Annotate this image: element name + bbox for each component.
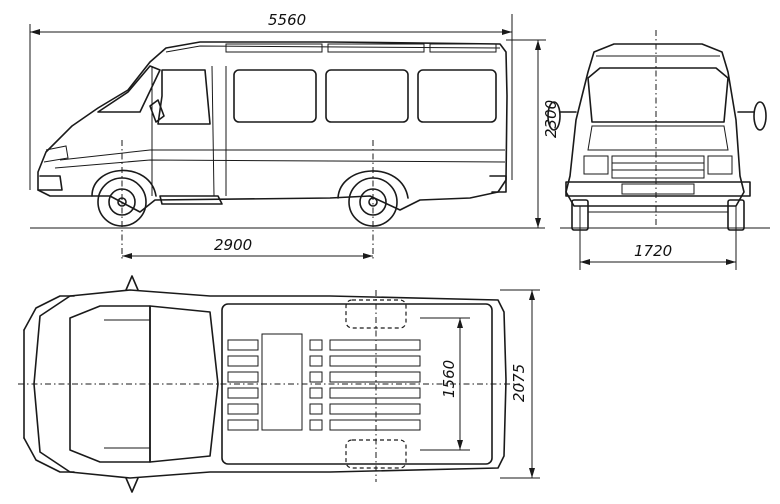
side-belt-line-2	[54, 159, 506, 169]
top-view	[18, 275, 520, 493]
top-mirror-left	[125, 275, 139, 291]
top-front-guard-upper	[23, 295, 75, 331]
body-width-label: 2075	[510, 364, 528, 402]
overall-height-dimension: 2300	[506, 39, 560, 228]
track-width-label: 1720	[634, 242, 672, 260]
roof-rail-2	[327, 43, 425, 53]
roof-rail-3	[429, 43, 497, 53]
side-belt-line	[59, 149, 505, 161]
top-windshield	[149, 305, 219, 463]
side-headlight	[43, 145, 69, 163]
side-front-wheel-arch	[91, 169, 157, 197]
top-front-guard-lower	[23, 437, 75, 473]
front-hood	[587, 125, 729, 151]
front-grille	[611, 155, 705, 179]
track-width-dimension: 1720	[579, 206, 737, 270]
side-front-wheel-rim	[108, 188, 136, 216]
side-mirror	[149, 99, 165, 123]
top-roof-hatch	[261, 333, 303, 431]
front-view	[547, 30, 770, 231]
top-mirror-right	[125, 477, 139, 493]
front-license-plate	[621, 183, 695, 195]
side-rear-wheel-arch	[337, 170, 409, 199]
interior-width-label: 1560	[440, 360, 458, 398]
side-view	[30, 41, 545, 260]
side-body-outline	[37, 41, 508, 213]
front-windshield	[587, 67, 729, 123]
side-step	[159, 195, 223, 205]
top-roof-ribs	[227, 339, 421, 431]
side-window-1	[233, 69, 317, 123]
side-window-3	[417, 69, 497, 123]
side-front-door-rear-edge	[211, 65, 215, 197]
top-body-outline	[33, 289, 507, 479]
front-headlight-left	[583, 155, 609, 175]
side-roof-line	[165, 45, 501, 53]
side-windshield	[97, 65, 161, 113]
front-headlight-right	[707, 155, 733, 175]
wheelbase-dimension: 2900	[122, 236, 373, 259]
body-width-dimension: 2075	[500, 289, 540, 479]
side-rear-bumper	[489, 175, 507, 193]
side-front-window	[157, 69, 211, 125]
side-window-2	[325, 69, 409, 123]
side-rear-wheel-rim	[359, 188, 387, 216]
side-front-bumper	[37, 175, 63, 191]
overall-length-dimension: 5560	[29, 11, 513, 190]
wheelbase-label: 2900	[214, 236, 252, 254]
overall-length-label: 5560	[268, 11, 306, 29]
front-mirror-left	[547, 101, 561, 131]
roof-rail-1	[225, 43, 323, 53]
interior-width-dimension: 1560	[420, 317, 470, 451]
front-mirror-right	[753, 101, 767, 131]
overall-height-label: 2300	[542, 100, 560, 138]
front-bumper	[565, 181, 751, 197]
